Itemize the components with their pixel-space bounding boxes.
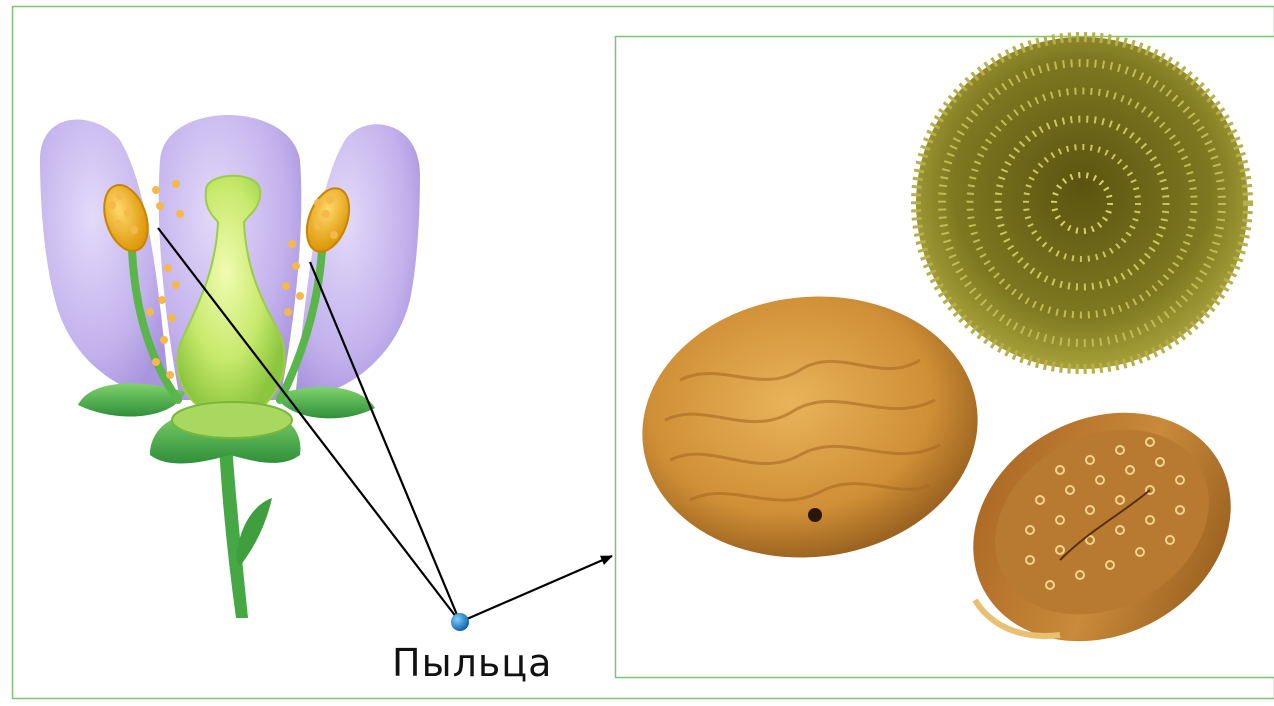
sepal-right [275, 387, 375, 418]
petal-right [295, 124, 420, 400]
pollen-label: Пыльца [392, 644, 552, 682]
zoom-arrow [460, 556, 612, 622]
receptacle [172, 402, 292, 438]
petal-left [40, 120, 170, 400]
pollen-grain-spiky [916, 37, 1248, 369]
flower-illustration [40, 115, 420, 618]
stem-leaf [236, 498, 272, 566]
pollen-callout-dot [451, 613, 469, 631]
